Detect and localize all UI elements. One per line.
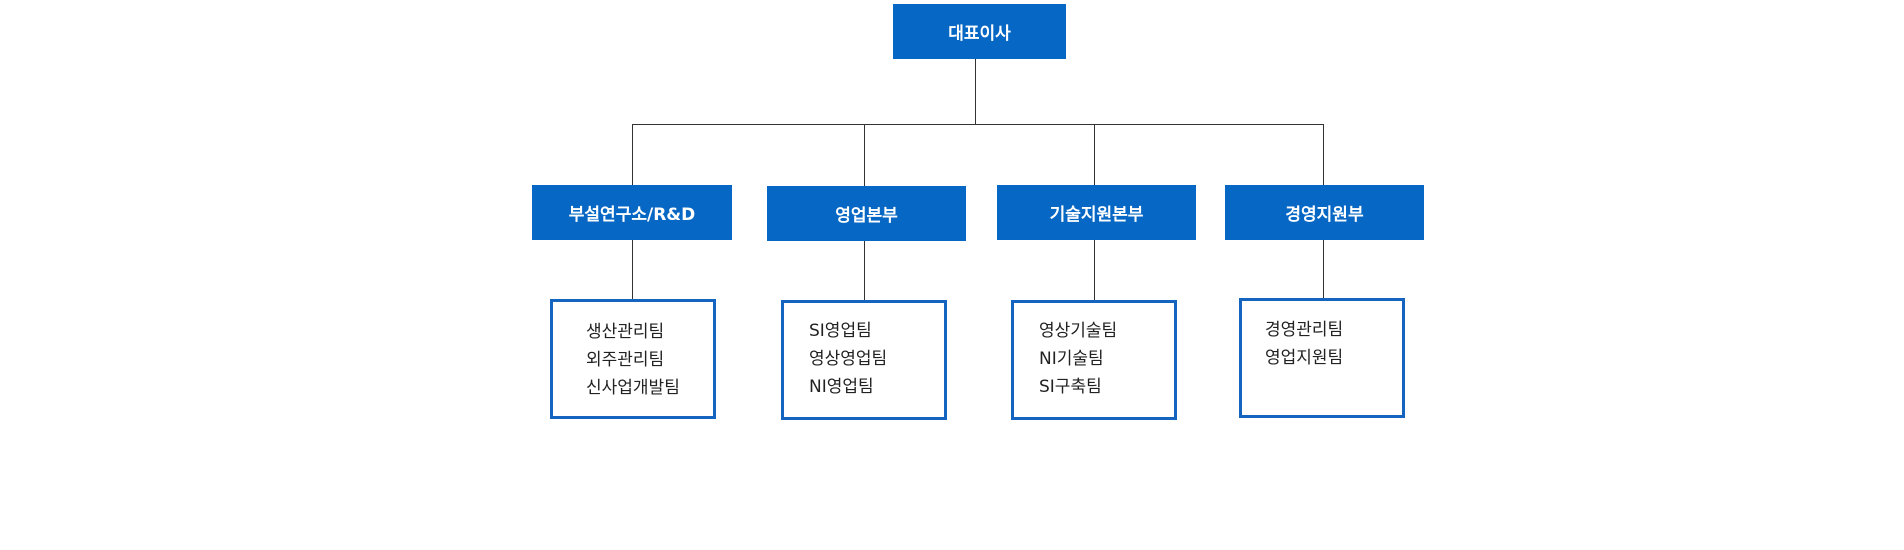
- team-box-tech-support: 영상기술팀 NI기술팀 SI구축팀: [1011, 300, 1177, 420]
- division-connector-3: [1094, 124, 1095, 185]
- team-connector-3: [1094, 239, 1095, 300]
- team-connector-2: [864, 240, 865, 300]
- division-box-management: 경영지원부: [1225, 185, 1424, 240]
- division-box-tech-support: 기술지원본부: [997, 185, 1196, 240]
- team-box-sales: SI영업팀 영상영업팀 NI영업팀: [781, 300, 947, 420]
- division-label: 부설연구소/R&D: [568, 205, 696, 225]
- ceo-box: 대표이사: [893, 4, 1066, 59]
- division-box-sales: 영업본부: [767, 186, 966, 241]
- team-box-management: 경영관리팀 영업지원팀: [1239, 298, 1405, 418]
- division-connector-4: [1323, 124, 1324, 185]
- division-connector-2: [864, 124, 865, 186]
- team-item: NI기술팀: [1039, 349, 1104, 369]
- team-connector-1: [632, 239, 633, 299]
- division-label: 경영지원부: [1285, 205, 1364, 225]
- division-label: 영업본부: [835, 206, 898, 226]
- ceo-connector: [975, 59, 976, 124]
- team-box-rnd: 생산관리팀 외주관리팀 신사업개발팀: [550, 299, 716, 419]
- division-box-rnd: 부설연구소/R&D: [532, 185, 732, 240]
- ceo-label: 대표이사: [948, 24, 1011, 44]
- team-item: 경영관리팀: [1265, 320, 1344, 340]
- division-label: 기술지원본부: [1049, 205, 1144, 225]
- team-item: 영상영업팀: [809, 349, 888, 369]
- team-item: 신사업개발팀: [586, 378, 680, 398]
- team-item: SI구축팀: [1039, 377, 1102, 397]
- team-item: NI영업팀: [809, 377, 874, 397]
- team-connector-4: [1323, 239, 1324, 298]
- team-item: 생산관리팀: [586, 322, 665, 342]
- team-item: 영상기술팀: [1039, 321, 1118, 341]
- team-item: 영업지원팀: [1265, 348, 1344, 368]
- team-item: SI영업팀: [809, 321, 872, 341]
- division-bus-line: [632, 124, 1324, 125]
- division-connector-1: [632, 124, 633, 185]
- team-item: 외주관리팀: [586, 350, 665, 370]
